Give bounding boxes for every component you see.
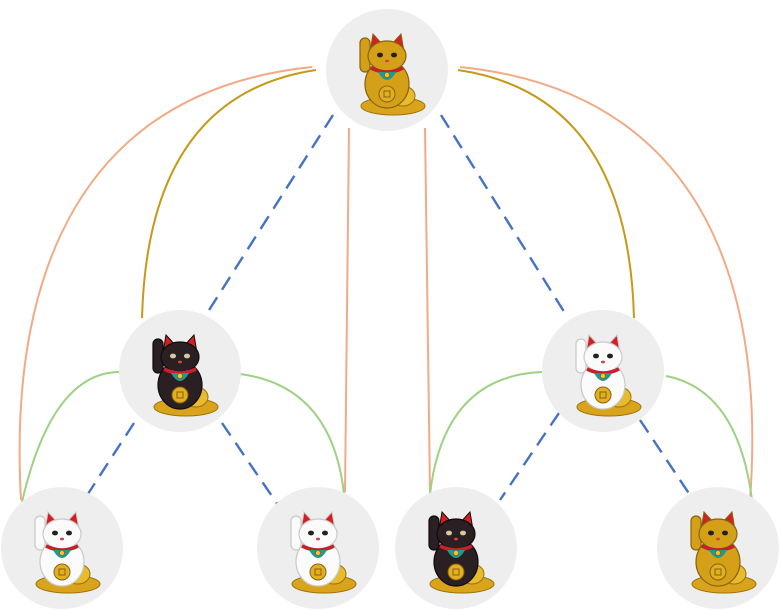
right-eye — [460, 530, 466, 536]
edge-leaf-3-to-leaf-4-arc — [429, 371, 753, 501]
nose — [178, 360, 182, 364]
maneki-neko-white-icon — [575, 333, 642, 417]
bell — [715, 550, 722, 557]
maneki-neko-white-icon — [290, 510, 357, 594]
left-eye — [593, 353, 599, 359]
coin — [309, 563, 327, 581]
edge-mid-right-to-leaf-3-dashed — [499, 412, 560, 501]
left-eye — [170, 353, 176, 359]
cat-head — [367, 40, 407, 72]
coin — [378, 85, 396, 103]
coin — [447, 563, 465, 581]
maneki-neko-gold-icon — [690, 510, 757, 594]
right-eye — [391, 52, 397, 58]
nose — [716, 537, 720, 541]
node-leaf-3 — [395, 487, 517, 609]
right-eye — [66, 530, 72, 536]
edge-root-to-leaf-1-arc — [18, 66, 313, 501]
node-mid-right — [542, 310, 664, 432]
edge-root-to-leaf-4-arc — [459, 66, 754, 501]
cat-head — [42, 518, 82, 550]
coin — [53, 563, 71, 581]
left-eye — [446, 530, 452, 536]
cat-head — [436, 518, 476, 550]
nose — [316, 537, 320, 541]
left-eye — [708, 530, 714, 536]
coin — [594, 386, 612, 404]
coin — [709, 563, 727, 581]
edge-root-to-mid-left-arc — [141, 69, 317, 319]
nose — [60, 537, 64, 541]
edge-root-to-leaf-3-straight — [424, 127, 431, 493]
left-eye — [377, 52, 383, 58]
edge-root-to-mid-left-dashed — [202, 114, 335, 319]
edge-leaf-1-to-leaf-2-arc — [21, 371, 345, 503]
nose — [385, 59, 389, 63]
edge-root-to-mid-right-arc — [457, 69, 635, 319]
maneki-neko-black-icon — [428, 510, 495, 594]
left-eye — [308, 530, 314, 536]
maneki-neko-white-icon — [34, 510, 101, 594]
node-root — [326, 9, 448, 131]
right-eye — [722, 530, 728, 536]
bell — [383, 72, 390, 79]
bell — [176, 372, 183, 379]
node-leaf-1 — [1, 487, 123, 609]
cat-head — [698, 518, 738, 550]
left-eye — [52, 530, 58, 536]
edge-root-to-mid-right-dashed — [439, 114, 570, 319]
cat-head — [160, 341, 200, 373]
nose — [601, 360, 605, 364]
right-eye — [184, 353, 190, 359]
coin — [171, 386, 189, 404]
cat-head — [298, 518, 338, 550]
edges-layer — [18, 66, 754, 506]
bell — [314, 550, 321, 557]
edge-mid-right-to-leaf-4-dashed — [639, 419, 691, 496]
bell — [600, 372, 607, 379]
right-eye — [322, 530, 328, 536]
edge-root-to-leaf-2-straight — [344, 127, 350, 493]
node-leaf-4 — [657, 487, 779, 609]
node-leaf-2 — [257, 487, 379, 609]
nodes-layer — [1, 9, 779, 609]
node-mid-left — [119, 310, 241, 432]
right-eye — [607, 353, 613, 359]
bell — [59, 550, 66, 557]
bell — [452, 550, 459, 557]
cat-head — [583, 341, 623, 373]
edge-mid-left-to-leaf-1-dashed — [82, 422, 136, 501]
nose — [454, 537, 458, 541]
edge-mid-left-to-leaf-2-dashed — [221, 422, 279, 506]
maneki-neko-gold-icon — [359, 32, 426, 116]
maneki-neko-black-icon — [152, 333, 219, 417]
